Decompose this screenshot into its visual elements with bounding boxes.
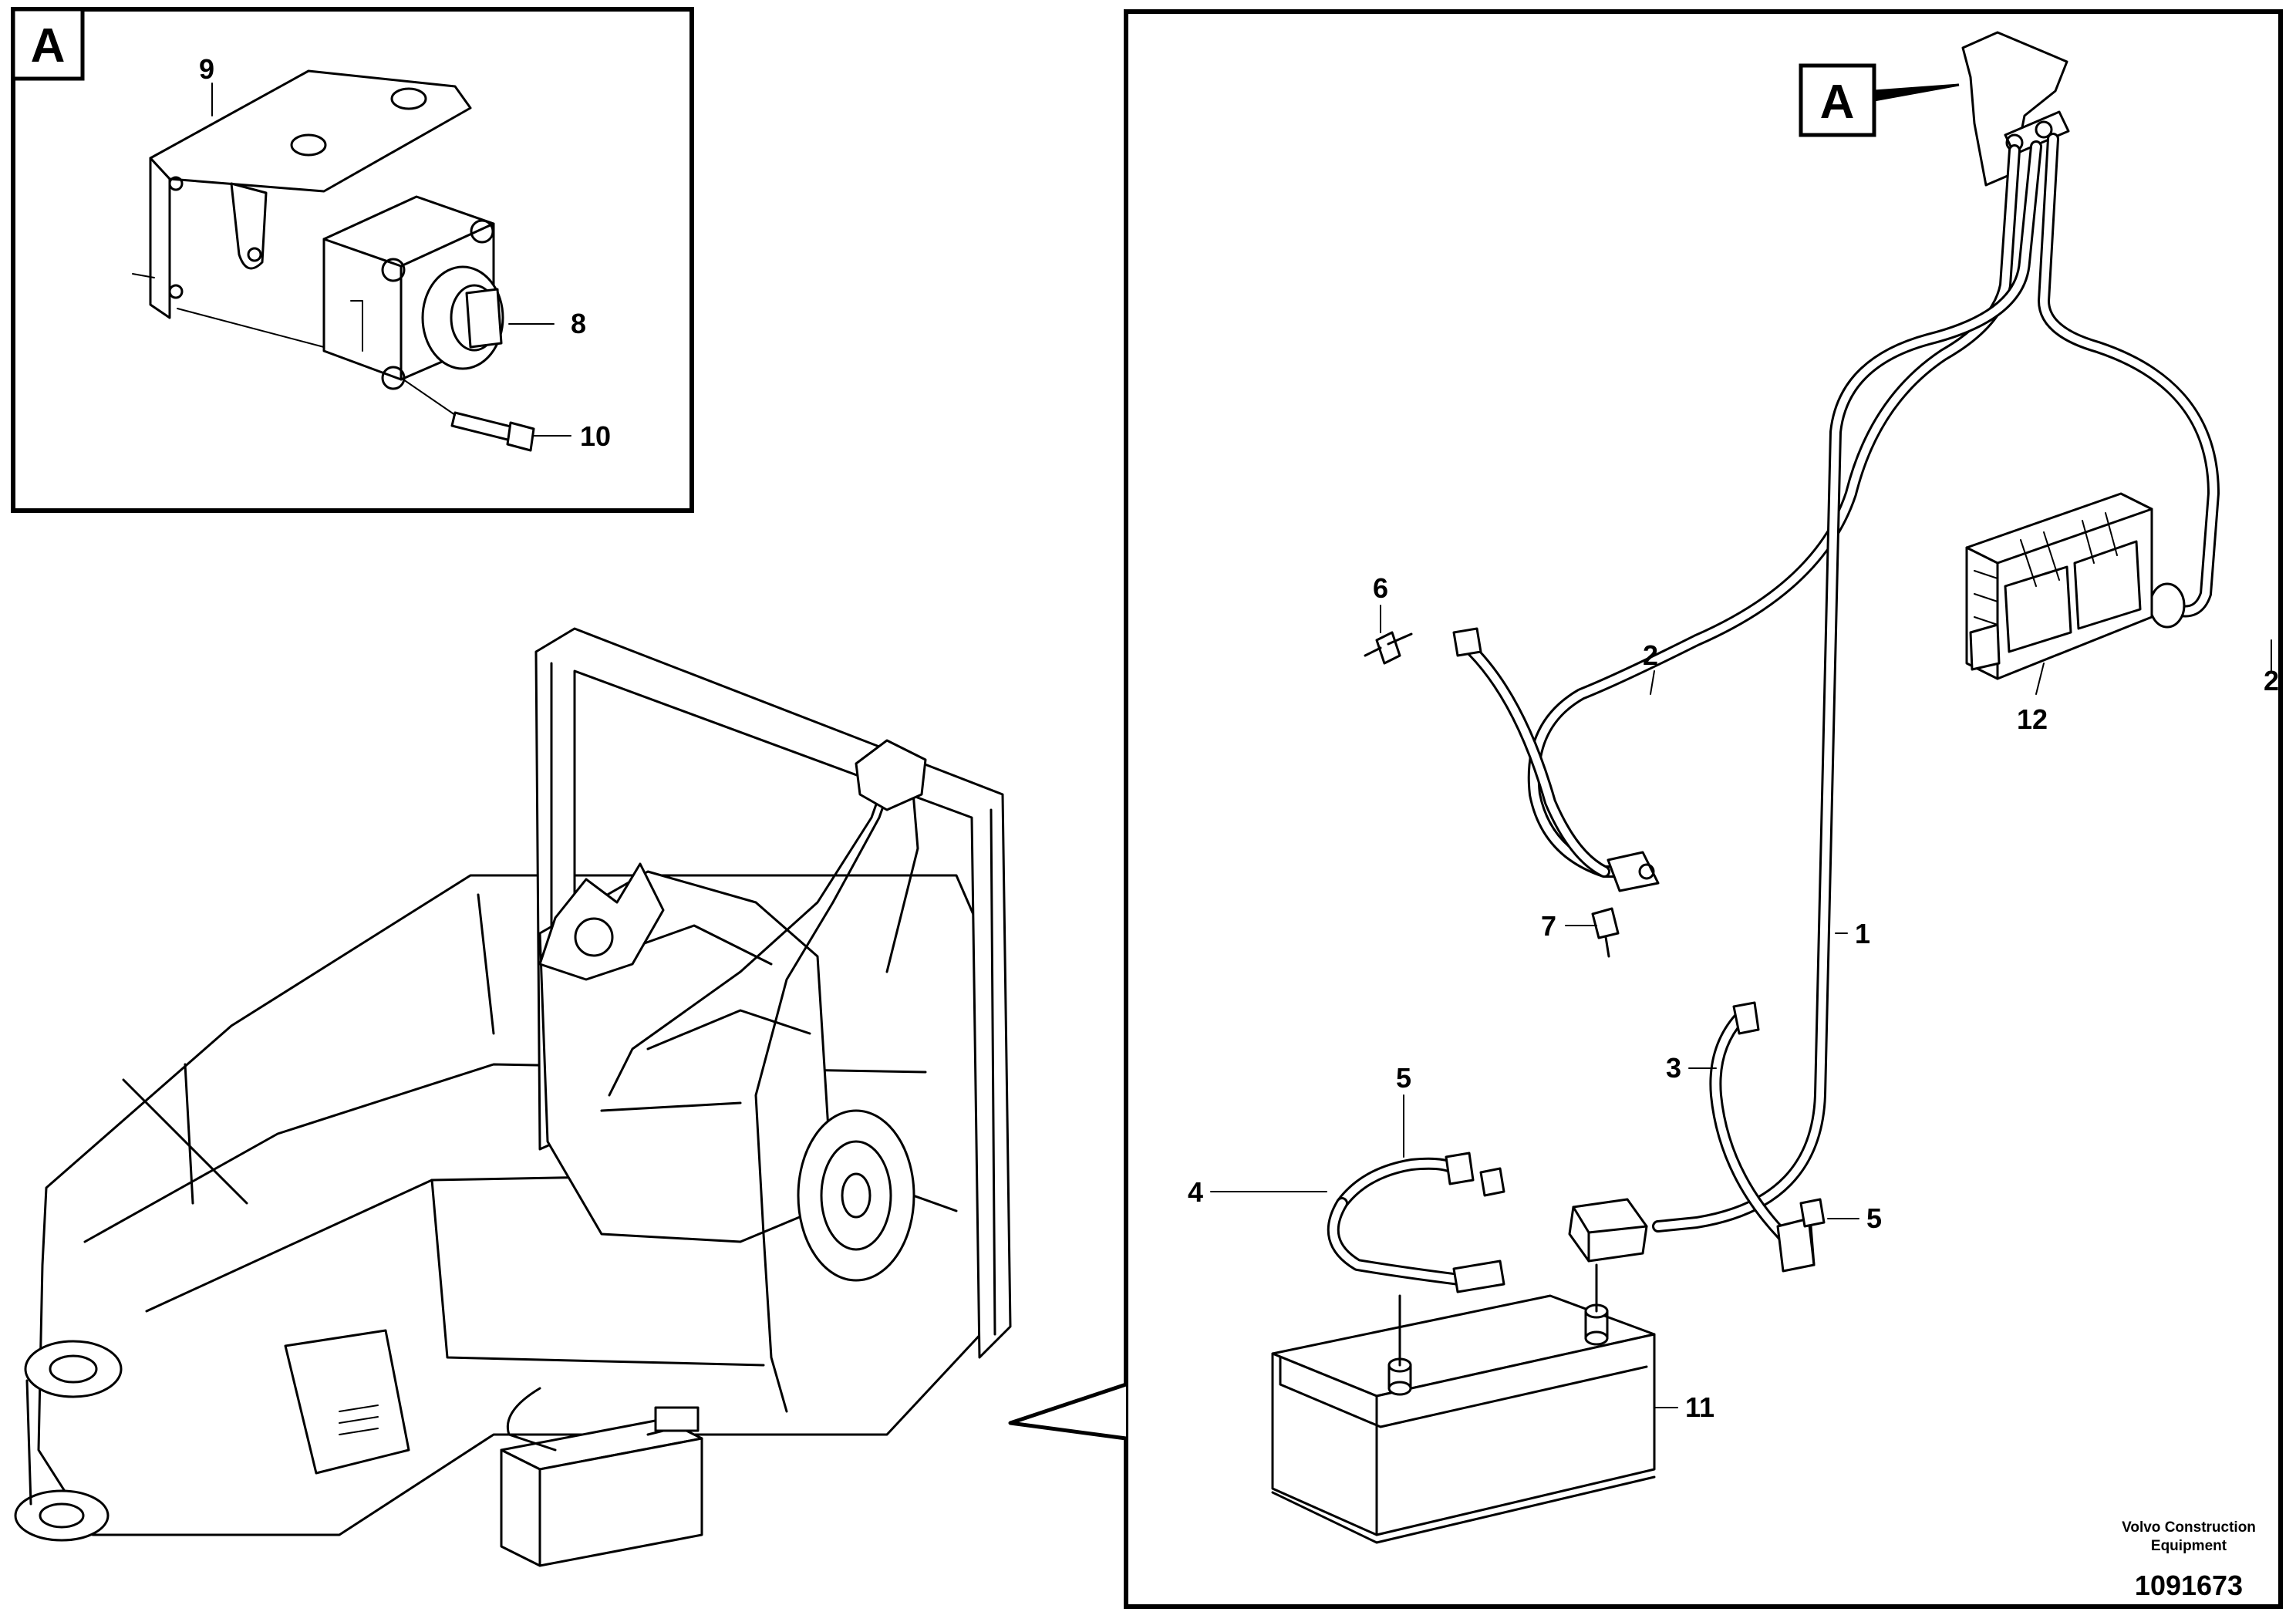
callout-6: 6 [1373, 572, 1388, 604]
brand-line-1: Volvo Construction [2122, 1519, 2256, 1536]
callout-4: 4 [1188, 1176, 1203, 1208]
callout-5-right: 5 [1866, 1202, 1882, 1234]
battery-disconnect-switch [322, 195, 504, 390]
detail-a-inset: A [11, 7, 694, 513]
battery-overview [500, 1418, 703, 1567]
brand-name: Volvo Construction Equipment [2100, 1519, 2277, 1556]
swing-boss [14, 1340, 123, 1542]
callout-5-left: 5 [1396, 1062, 1411, 1094]
brand-line-2: Equipment [2150, 1538, 2227, 1554]
mounting-bracket [149, 69, 472, 319]
callout-3: 3 [1666, 1052, 1681, 1084]
callout-1: 1 [1855, 918, 1870, 949]
machine-overview [14, 627, 1012, 1567]
callout-10: 10 [580, 420, 611, 452]
bolt [450, 411, 535, 452]
callout-8: 8 [571, 308, 586, 339]
panel-detail-tag: A [1820, 76, 1855, 129]
callout-2-cable: 2 [1643, 639, 1658, 671]
callout-7: 7 [1541, 910, 1556, 942]
main-detail-panel: A [1008, 9, 2283, 1609]
callout-2-fusebox: 2 [2264, 665, 2279, 696]
document-number: 1091673 [2134, 1570, 2244, 1601]
callout-12: 12 [2017, 703, 2048, 735]
fuse-relay-box [1965, 492, 2153, 680]
battery-main [1271, 1263, 1656, 1544]
detail-tag-label: A [31, 19, 66, 73]
callout-11: 11 [1685, 1391, 1714, 1423]
callout-9: 9 [199, 53, 214, 85]
